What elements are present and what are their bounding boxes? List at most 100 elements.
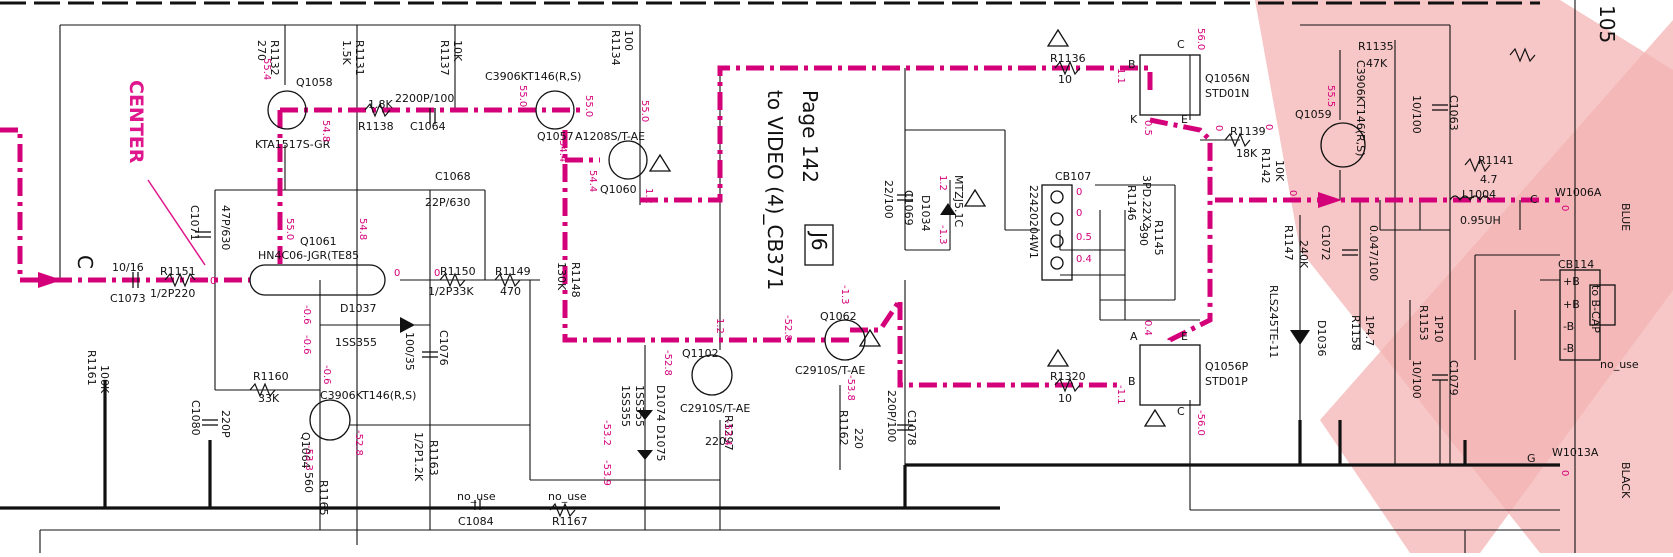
r1167-name: R1167 [552,515,588,528]
q1056p-pin-c: C [1177,405,1185,418]
voltage-q1060-c: 54.4 [587,170,598,192]
voltage-q1057-b: 55.0 [583,95,594,117]
q1061-name: Q1061 [300,235,337,248]
r1141-name: R1141 [1478,154,1514,167]
warning-icon [648,153,672,172]
q1056n-pin-e: E [1181,113,1188,126]
warning-icon [1046,348,1070,367]
d1034-part: MTZJ5.1C [952,175,965,227]
r1158-name: R1158 [1349,315,1362,351]
r1142-value: 10K [1273,160,1286,182]
w1006a-name: W1006A [1555,186,1602,199]
r1160-value: 33K [258,392,280,405]
signal-arrow-input [38,272,62,288]
r1148-name: R1148 [569,262,582,298]
q1058-name: Q1058 [296,76,333,89]
voltage-q1056n-c: 56.0 [1195,28,1206,50]
voltage-q1059-c: 55.5 [1325,85,1336,107]
c1073-value: 10/16 [112,261,144,274]
q1061-part: HN4C06-JGR(TE85 [258,249,359,262]
r1153-value: 1P10 [1432,315,1445,343]
voltage-d1037-k: -0.6 [321,365,332,385]
connector-symbols [1041,184,1616,361]
page-ref-line2: to VIDEO (4)_CB371 [763,90,787,290]
c1078-name: C1078 [905,410,918,446]
w1013a-color: BLACK [1619,462,1632,499]
c1080-value: 220P [219,410,232,438]
d1074-name: D1074 [654,385,667,421]
voltage-q1102-b: -52.8 [662,350,673,376]
q1057-part: C3906KT146(R,S) [485,70,581,83]
voltage-d1075: -53.9 [601,460,612,486]
page-number: 105 [1595,5,1619,43]
q1059-symbol [1320,122,1366,168]
c1069-name: C1069 [902,190,915,226]
r1146-name: R1146 [1125,185,1138,221]
voltage-q1056p-e: 0.4 [1142,320,1153,336]
cb114-pin1: +B [1563,275,1580,288]
voltage-q1064-b: -53.3 [303,445,314,471]
q1056n-name: Q1056N [1205,72,1250,85]
voltage-q1057-e: 55.0 [517,85,528,107]
q1064-symbol [309,399,351,441]
q1060-part: A1208S/T-AE [575,130,645,143]
r1135-name: R1135 [1358,40,1394,53]
r1138-name: R1138 [358,120,394,133]
r1147-name: R1147 [1282,225,1295,261]
capacitor-symbols [132,104,1448,510]
r1162-name: R1162 [837,410,850,446]
voltage-d1034-a: 1.2 [937,175,948,191]
r1132-name: R1132 [268,40,281,76]
d1037-name: D1037 [340,302,376,315]
warning-icon [1143,408,1167,427]
q1058-part: KTA1517S-GR [255,138,331,151]
voltage-q1061-e: 0 [394,268,400,279]
w1013a-name: W1013A [1552,446,1599,459]
c1084-name: C1084 [458,515,494,528]
center-callout-line [147,179,206,266]
cb114-to: to B-CAP [1589,285,1602,333]
r1167-value: no_use [548,490,587,503]
r1139-value: 18K [1236,147,1258,160]
signal-arrow-output [1318,192,1342,208]
q1059-part: C3906KT146(R,S) [1354,60,1367,156]
r1297-name: R1297 [722,415,735,451]
cb107-name: CB107 [1055,170,1091,183]
cb107-body [1041,184,1073,281]
voltage-q1060-b: 54.4 [557,140,568,162]
q1062-part: C2910S/T-AE [795,364,865,377]
r1147-value: 240K [1297,240,1310,269]
q1056p-pin-a: A [1130,330,1138,343]
voltage-q1062-c: -1.3 [839,285,850,305]
r1139-name: R1139 [1230,125,1266,138]
c1072-name: C1072 [1319,225,1332,261]
r1161-value: 100K [98,365,111,394]
q1057-symbol [535,90,575,130]
q1102-part: C2910S/T-AE [680,402,750,415]
voltage-d1034-k: -1.3 [937,225,948,245]
c1076-name: C1076 [437,330,450,366]
c1064-name: C1064 [410,120,446,133]
c1073-name: C1073 [110,292,146,305]
voltage-r1142: 0 [1213,125,1224,131]
r1149-value: 470 [500,285,521,298]
voltage-q1061-b1: 55.0 [284,218,295,240]
q1056p-part: STD01P [1205,375,1248,388]
r1160-name: R1160 [253,370,289,383]
d1036-name: D1036 [1315,320,1328,356]
r1134-value: 100 [622,30,635,51]
c1071-value: 47P/630 [219,205,232,250]
watermark [1255,0,1673,553]
cb107-pin2: 0 [1076,208,1082,219]
r1141-value: 4.7 [1480,173,1498,186]
voltage-q1062-e: -53.8 [845,375,856,401]
d1036-symbol [1290,330,1310,345]
cb107-pin4: 0.4 [1076,254,1092,265]
w1006a-color: BLUE [1619,203,1632,231]
c1068-value: 22P/630 [425,196,470,209]
r1138-value: 1.8K [368,98,393,111]
cb114-name: CB114 [1558,258,1594,271]
r1297-value: 220 [705,435,726,448]
